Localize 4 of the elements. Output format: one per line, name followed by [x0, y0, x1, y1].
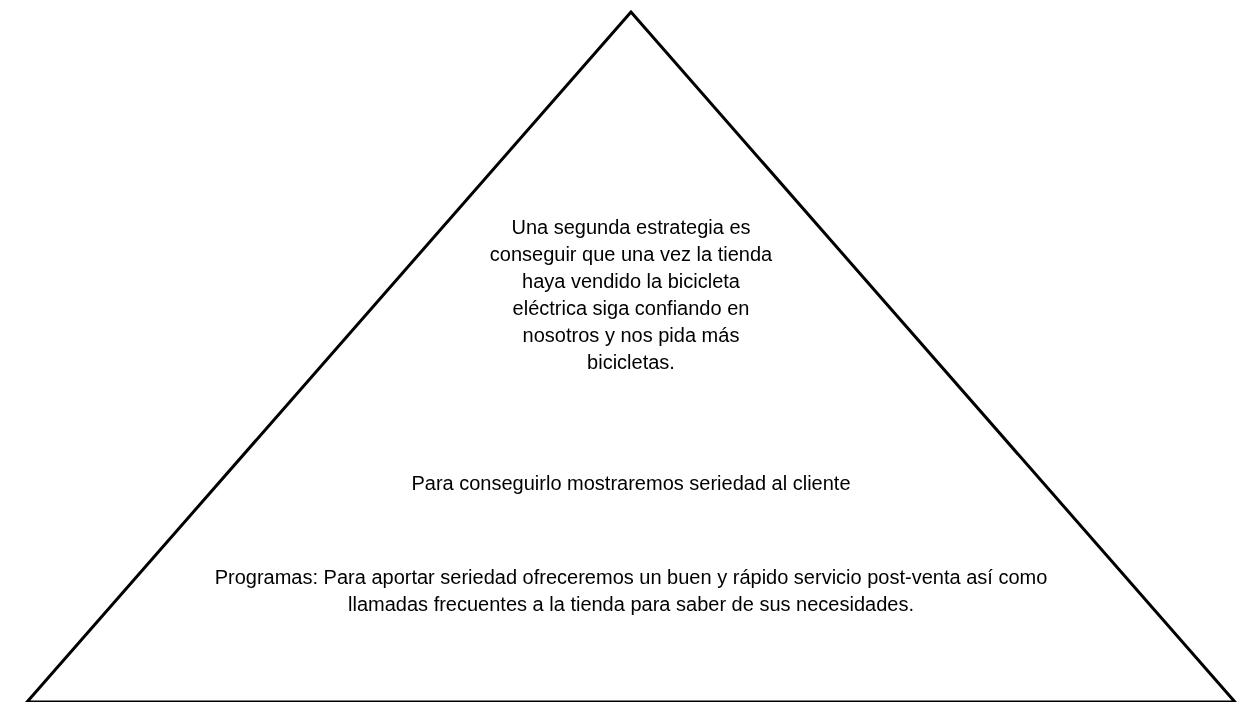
- pyramid-text: Para conseguirlo mostraremos seriedad al cliente: [410, 471, 852, 496]
- pyramid-text: Una segunda estrategia es conseguir que una vez la tienda haya vendido la bicicleta eléctrica siga confiando en nosotros y nos pida más bicicletas.: [488, 215, 774, 375]
- pyramid-text: Programas: Para aportar seriedad ofreceremos un buen y rápido servicio post-venta así como llamadas frecuentes a la tienda para saber de sus necesidades.: [213, 565, 1049, 617]
- pyramid-triangle: [23, 9, 1239, 702]
